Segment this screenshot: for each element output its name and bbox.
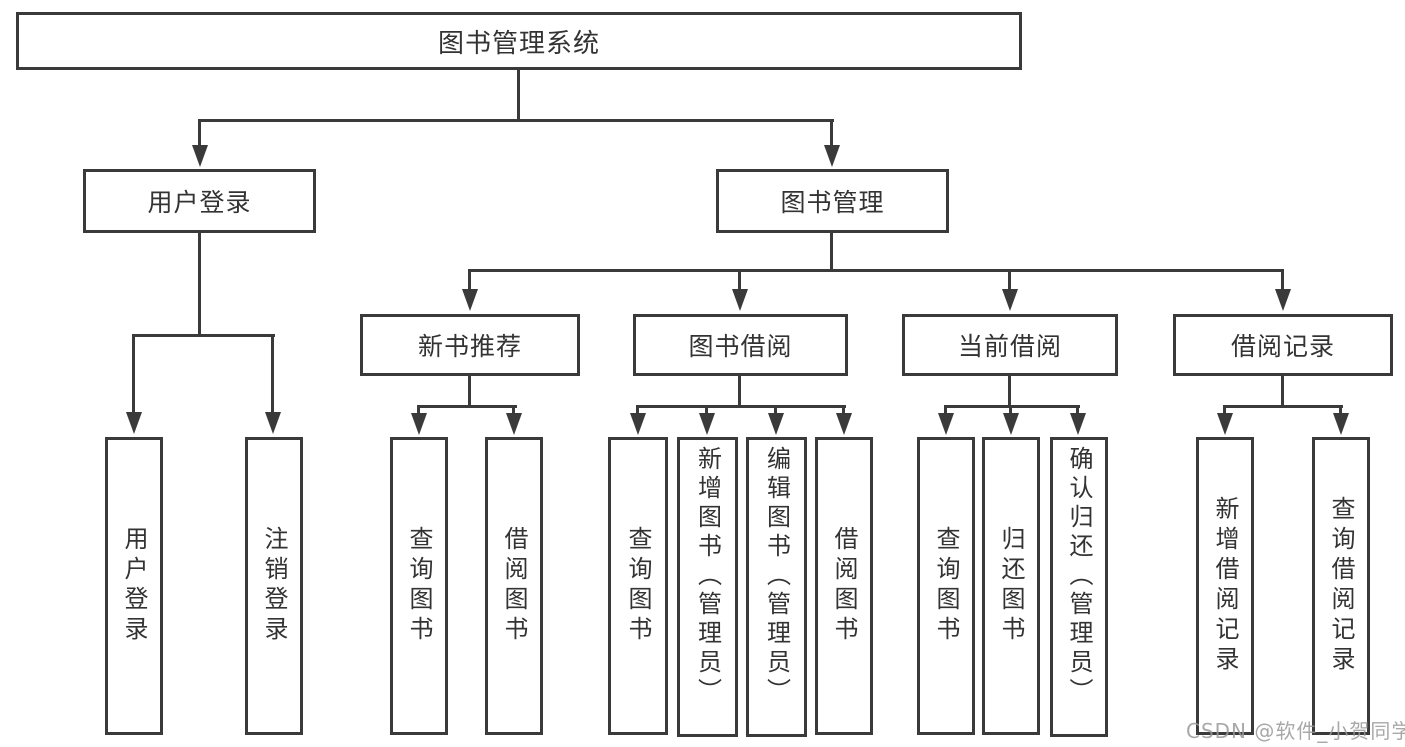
arrowhead-icon — [732, 289, 748, 311]
connector-line — [1281, 269, 1284, 291]
arrowhead-icon — [938, 413, 954, 435]
node-leaf-query-books-recommend: 查询图书 — [390, 437, 448, 735]
arrowhead-icon — [126, 412, 142, 434]
connector-line — [636, 405, 639, 415]
node-book-borrow: 图书借阅 — [633, 314, 848, 376]
node-leaf-logout-label: 注销登录 — [260, 526, 288, 646]
node-root-label: 图书管理系统 — [437, 28, 600, 59]
connector-line — [1281, 376, 1284, 408]
arrowhead-icon — [265, 412, 281, 434]
node-leaf-query-books-borrow-label: 查询图书 — [624, 526, 652, 646]
connector-line — [417, 405, 517, 408]
connector-line — [830, 233, 833, 272]
connector-line — [738, 376, 741, 408]
connector-line — [271, 334, 274, 414]
arrowhead-icon — [192, 145, 208, 167]
node-user-login-label: 用户登录 — [147, 188, 252, 217]
node-current-borrow: 当前借阅 — [902, 314, 1118, 376]
connector-line — [1223, 405, 1343, 408]
connector-line — [1223, 405, 1226, 415]
node-book-management-label: 图书管理 — [780, 188, 885, 217]
arrowhead-icon — [1217, 413, 1233, 435]
node-leaf-user-login-label: 用户登录 — [120, 526, 148, 646]
arrowhead-icon — [699, 413, 715, 435]
node-leaf-borrow-books-borrow: 借阅图书 — [815, 437, 873, 735]
connector-line — [512, 405, 515, 415]
csdn-watermark: CSDN @软件_小贺同学 — [1186, 719, 1405, 743]
connector-line — [468, 269, 471, 291]
arrowhead-icon — [630, 413, 646, 435]
arrowhead-icon — [506, 413, 522, 435]
arrowhead-icon — [1070, 413, 1086, 435]
arrowhead-icon — [1333, 413, 1349, 435]
connector-line — [830, 119, 833, 147]
node-leaf-add-books-admin-label: 新增图书（管理员） — [693, 446, 722, 707]
node-leaf-confirm-return-admin: 确认归还（管理员） — [1050, 437, 1108, 737]
node-leaf-query-books-recommend-label: 查询图书 — [405, 526, 433, 646]
node-leaf-query-books-current: 查询图书 — [917, 437, 975, 735]
connector-line — [944, 405, 1080, 408]
connector-line — [132, 334, 275, 337]
node-leaf-add-books-admin: 新增图书（管理员） — [677, 437, 738, 737]
connector-line — [198, 119, 201, 147]
arrowhead-icon — [462, 289, 478, 311]
connector-line — [198, 233, 201, 337]
node-leaf-query-borrow-record: 查询借阅记录 — [1312, 437, 1370, 735]
node-root: 图书管理系统 — [16, 12, 1022, 70]
node-current-borrow-label: 当前借阅 — [957, 332, 1062, 361]
connector-line — [842, 405, 845, 415]
connector-line — [1076, 405, 1079, 415]
node-user-login: 用户登录 — [83, 169, 316, 233]
connector-line — [417, 405, 420, 415]
node-book-management: 图书管理 — [716, 169, 949, 233]
node-borrow-records: 借阅记录 — [1173, 314, 1393, 376]
node-leaf-edit-books-admin-label: 编辑图书（管理员） — [762, 446, 791, 707]
node-leaf-logout: 注销登录 — [245, 437, 303, 735]
node-new-book-recommend: 新书推荐 — [360, 314, 580, 376]
connector-line — [705, 405, 708, 415]
connector-line — [738, 269, 741, 291]
arrowhead-icon — [824, 145, 840, 167]
connector-line — [198, 119, 834, 122]
arrowhead-icon — [836, 413, 852, 435]
node-leaf-return-books: 归还图书 — [982, 437, 1040, 735]
arrowhead-icon — [1002, 289, 1018, 311]
arrowhead-icon — [1003, 413, 1019, 435]
node-leaf-borrow-books-borrow-label: 借阅图书 — [830, 526, 858, 646]
node-leaf-query-borrow-record-label: 查询借阅记录 — [1327, 496, 1355, 676]
node-leaf-borrow-books-recommend-label: 借阅图书 — [500, 526, 528, 646]
arrowhead-icon — [768, 413, 784, 435]
connector-line — [468, 269, 1284, 272]
node-borrow-records-label: 借阅记录 — [1230, 332, 1335, 361]
connector-line — [636, 405, 846, 408]
connector-line — [468, 376, 471, 408]
node-leaf-query-books-current-label: 查询图书 — [932, 526, 960, 646]
node-leaf-add-borrow-record-label: 新增借阅记录 — [1211, 496, 1239, 676]
node-leaf-edit-books-admin: 编辑图书（管理员） — [746, 437, 807, 737]
connector-line — [132, 334, 135, 414]
node-book-borrow-label: 图书借阅 — [688, 332, 793, 361]
node-leaf-query-books-borrow: 查询图书 — [608, 437, 668, 735]
node-leaf-add-borrow-record: 新增借阅记录 — [1196, 437, 1254, 735]
arrowhead-icon — [1275, 289, 1291, 311]
connector-line — [1008, 269, 1011, 291]
node-leaf-user-login: 用户登录 — [105, 437, 163, 735]
connector-line — [517, 70, 520, 121]
connector-line — [1008, 376, 1011, 408]
connector-line — [944, 405, 947, 415]
connector-line — [1339, 405, 1342, 415]
node-leaf-confirm-return-admin-label: 确认归还（管理员） — [1065, 446, 1093, 707]
node-leaf-borrow-books-recommend: 借阅图书 — [485, 437, 543, 735]
node-new-book-recommend-label: 新书推荐 — [417, 332, 522, 361]
node-leaf-return-books-label: 归还图书 — [997, 526, 1025, 646]
connector-line — [774, 405, 777, 415]
arrowhead-icon — [411, 413, 427, 435]
connector-line — [1009, 405, 1012, 415]
